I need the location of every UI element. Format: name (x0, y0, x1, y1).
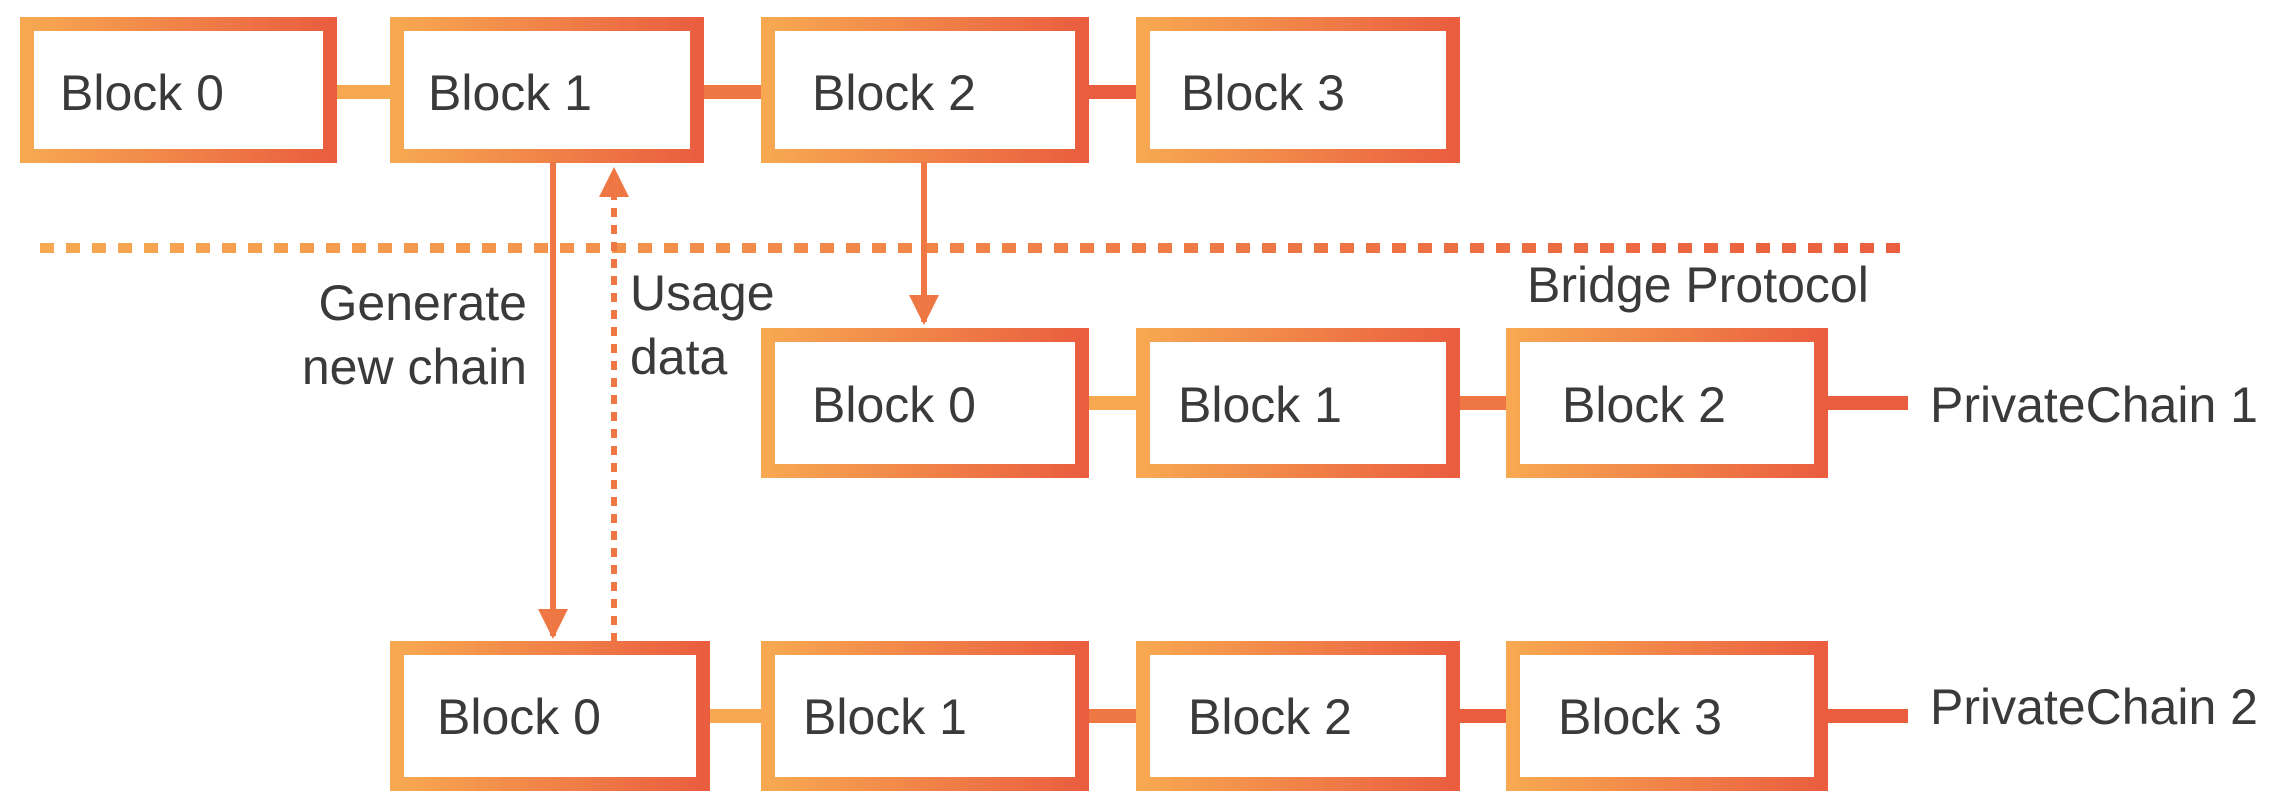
private-chain-1: Block 0 Block 1 Block 2 PrivateChain 1 (761, 328, 2258, 478)
private-chain-1-block-2: Block 2 (1506, 328, 1828, 478)
block-label: Block 2 (1188, 689, 1352, 745)
bridge-protocol-label: Bridge Protocol (1527, 257, 1869, 313)
block-label: Block 1 (803, 689, 967, 745)
block-box (1506, 328, 1828, 478)
block-label: Block 2 (812, 65, 976, 121)
private-chain-1-label: PrivateChain 1 (1930, 377, 2258, 433)
block-box (20, 17, 337, 163)
block-box (390, 17, 704, 163)
block-box (1136, 17, 1460, 163)
main-chain-block-1: Block 1 (390, 17, 704, 163)
private-chain-2-block-1: Block 1 (761, 641, 1089, 791)
usage-label-line-1: Usage (630, 265, 775, 321)
block-box (1506, 641, 1828, 791)
block-label: Block 0 (437, 689, 601, 745)
block-label: Block 2 (1562, 377, 1726, 433)
generate-label-line-2: new chain (302, 339, 527, 395)
private-chain-1-block-1: Block 1 (1136, 328, 1460, 478)
generate-label-line-1: Generate (319, 275, 527, 331)
main-chain-block-2: Block 2 (761, 17, 1089, 163)
block-label: Block 3 (1558, 689, 1722, 745)
block-label: Block 1 (1178, 377, 1342, 433)
usage-label-line-2: data (630, 329, 728, 385)
block-label: Block 1 (428, 65, 592, 121)
private-chain-2-block-2: Block 2 (1136, 641, 1460, 791)
private-chain-2-block-3: Block 3 (1506, 641, 1828, 791)
block-box (761, 328, 1089, 478)
block-box (1136, 328, 1460, 478)
block-label: Block 0 (812, 377, 976, 433)
main-chain: Block 0 Block 1 Block 2 Block 3 (20, 17, 1460, 163)
block-box (761, 17, 1089, 163)
block-box (1136, 641, 1460, 791)
block-box (761, 641, 1089, 791)
block-label: Block 3 (1181, 65, 1345, 121)
private-chain-2: Block 0 Block 1 Block 2 Block 3 PrivateC… (390, 641, 2258, 791)
main-chain-block-0: Block 0 (20, 17, 337, 163)
private-chain-2-block-0: Block 0 (390, 641, 710, 791)
block-label: Block 0 (60, 65, 224, 121)
private-chain-2-label: PrivateChain 2 (1930, 679, 2258, 735)
block-box (390, 641, 710, 791)
main-chain-block-3: Block 3 (1136, 17, 1460, 163)
private-chain-1-block-0: Block 0 (761, 328, 1089, 478)
